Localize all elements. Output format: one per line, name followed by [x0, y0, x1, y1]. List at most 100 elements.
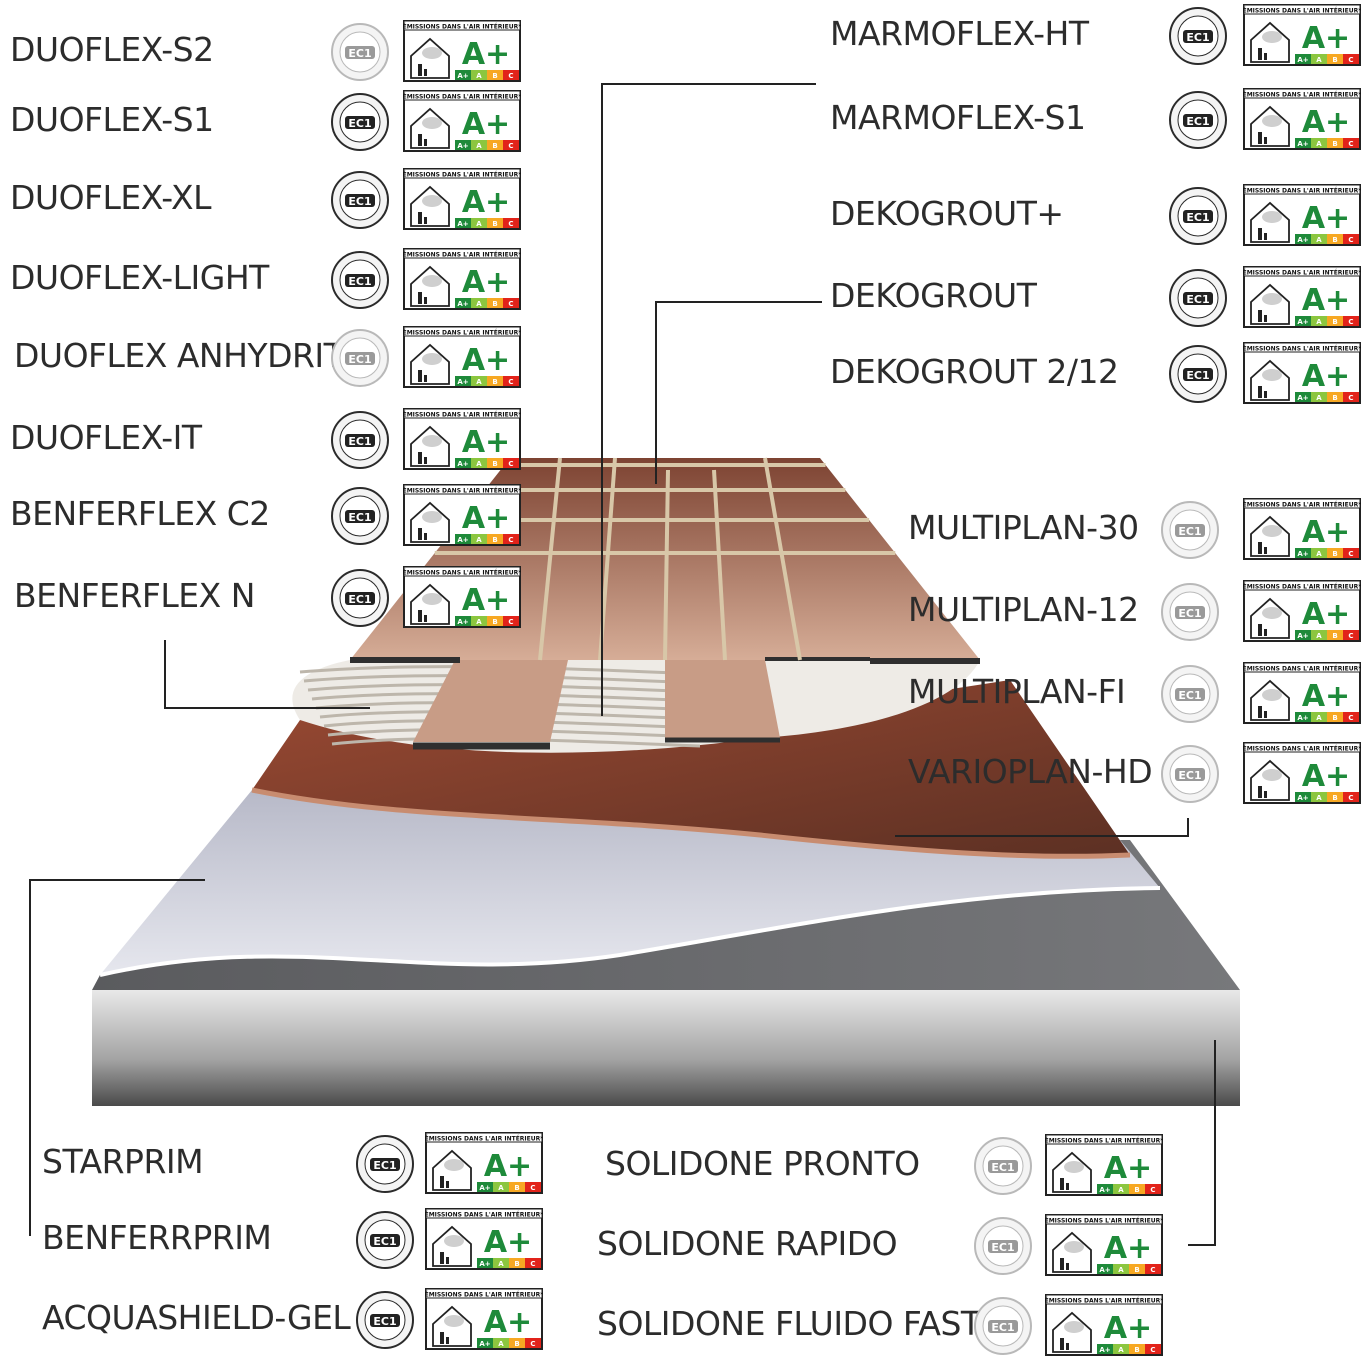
label-scale-cell: [503, 458, 519, 468]
seal-class-text: EC1: [1178, 525, 1201, 538]
product-name: BENFERRPRIM: [42, 1218, 272, 1257]
label-scale-cell: [1145, 1264, 1161, 1274]
product-name: BENFERFLEX C2: [10, 494, 270, 533]
person-icon: [418, 452, 422, 464]
label-scale-cell: [1097, 1264, 1113, 1274]
label-scale-cell: [1311, 54, 1327, 64]
callout-line-grout: [601, 83, 816, 716]
label-header-box: [1243, 342, 1361, 353]
emicode-ec1-seal-icon: EC1: [974, 1137, 1032, 1195]
label-scale-text: A: [1118, 1266, 1124, 1274]
person-icon: [1258, 386, 1262, 398]
grout-line: [538, 457, 562, 661]
child-icon: [1264, 391, 1267, 398]
label-scale-text: B: [1134, 1186, 1139, 1194]
cloud-icon: [1262, 769, 1282, 781]
product-name: DUOFLEX-S1: [10, 100, 214, 139]
label-header-text: ÉMISSIONS DANS L'AIR INTÉRIEUR*: [403, 171, 521, 179]
cloud-icon: [422, 195, 442, 207]
label-scale-text: A+: [1297, 318, 1308, 326]
label-header-text: ÉMISSIONS DANS L'AIR INTÉRIEUR*: [1243, 269, 1361, 277]
person-icon: [1258, 542, 1262, 554]
person-icon: [418, 64, 422, 76]
label-scale-text: B: [1332, 714, 1337, 722]
child-icon: [446, 1337, 449, 1344]
product-name: DUOFLEX-S2: [10, 30, 214, 69]
label-scale-text: A+: [1297, 714, 1308, 722]
label-scale-text: B: [492, 378, 497, 386]
tile-front-middle: [665, 660, 780, 738]
product-name: DUOFLEX-XL: [10, 178, 211, 217]
person-icon: [418, 134, 422, 146]
label-scale-text: B: [514, 1340, 519, 1348]
seal-class-box: [1183, 368, 1213, 381]
label-scale-cell: [477, 1182, 493, 1192]
cloud-icon: [1064, 1161, 1084, 1173]
seal-class-text: EC1: [348, 275, 371, 288]
label-scale-cell: [487, 616, 503, 626]
label-scale-cell: [1327, 316, 1343, 326]
label-scale-text: A: [476, 536, 482, 544]
label-scale-text: A: [1316, 236, 1322, 244]
cloud-icon: [1262, 211, 1282, 223]
person-icon: [418, 610, 422, 622]
label-scale-text: C: [508, 142, 513, 150]
child-icon: [424, 615, 427, 622]
emicode-ec1-plus-seal-icon: EC1: [331, 569, 389, 627]
product-name: MARMOFLEX-S1: [830, 98, 1086, 137]
label-header-text: ÉMISSIONS DANS L'AIR INTÉRIEUR*: [425, 1291, 543, 1299]
label-scale-text: A: [1316, 714, 1322, 722]
label-header-box: [1045, 1294, 1163, 1305]
label-header-box: [425, 1288, 543, 1299]
label-scale-text: B: [1332, 550, 1337, 558]
label-scale-text: A+: [457, 618, 468, 626]
label-scale-cell: [487, 458, 503, 468]
seal-class-text: EC1: [991, 1241, 1014, 1254]
label-grade-text: A+: [462, 107, 510, 142]
label-scale-text: C: [1150, 1266, 1155, 1274]
label-scale-cell: [503, 534, 519, 544]
label-scale-cell: [1327, 712, 1343, 722]
label-scale-text: B: [492, 72, 497, 80]
leveling-edge-line: [251, 787, 1131, 859]
seal-class-box: [988, 1160, 1018, 1173]
label-scale-text: A: [1118, 1186, 1124, 1194]
seal-class-text: EC1: [991, 1161, 1014, 1174]
label-header-text: ÉMISSIONS DANS L'AIR INTÉRIEUR*: [403, 411, 521, 419]
cloud-icon: [444, 1159, 464, 1171]
product-name: SOLIDONE PRONTO: [605, 1144, 920, 1183]
emicode-ec1-plus-seal-icon: EC1: [331, 93, 389, 151]
label-scale-text: C: [530, 1260, 535, 1268]
cloud-icon: [422, 435, 442, 447]
emicode-ec1-seal-icon: EC1: [331, 329, 389, 387]
label-header-text: ÉMISSIONS DANS L'AIR INTÉRIEUR*: [1243, 345, 1361, 353]
seal-class-box: [988, 1320, 1018, 1333]
product-name: MULTIPLAN-FI: [908, 672, 1126, 711]
product-name: VARIOPLAN-HD: [908, 752, 1153, 791]
label-scale-text: A+: [457, 536, 468, 544]
cloud-icon: [1262, 293, 1282, 305]
label-scale-text: B: [514, 1260, 519, 1268]
seal-class-box: [345, 116, 375, 129]
label-scale-cell: [1295, 54, 1311, 64]
label-scale-text: B: [492, 142, 497, 150]
label-scale-cell: [487, 298, 503, 308]
label-grade-text: A+: [1302, 679, 1350, 714]
label-scale-cell: [1311, 138, 1327, 148]
label-scale-cell: [1145, 1344, 1161, 1354]
label-scale-cell: [1295, 792, 1311, 802]
emicode-ec1-plus-seal-icon: EC1: [356, 1211, 414, 1269]
seal-class-text: EC1: [373, 1159, 396, 1172]
seal-class-text: EC1: [348, 47, 371, 60]
cloud-icon: [422, 117, 442, 129]
label-header-text: ÉMISSIONS DANS L'AIR INTÉRIEUR*: [1243, 91, 1361, 99]
label-header-text: ÉMISSIONS DANS L'AIR INTÉRIEUR*: [403, 569, 521, 577]
person-icon: [418, 528, 422, 540]
product-name: SOLIDONE RAPIDO: [597, 1224, 898, 1263]
